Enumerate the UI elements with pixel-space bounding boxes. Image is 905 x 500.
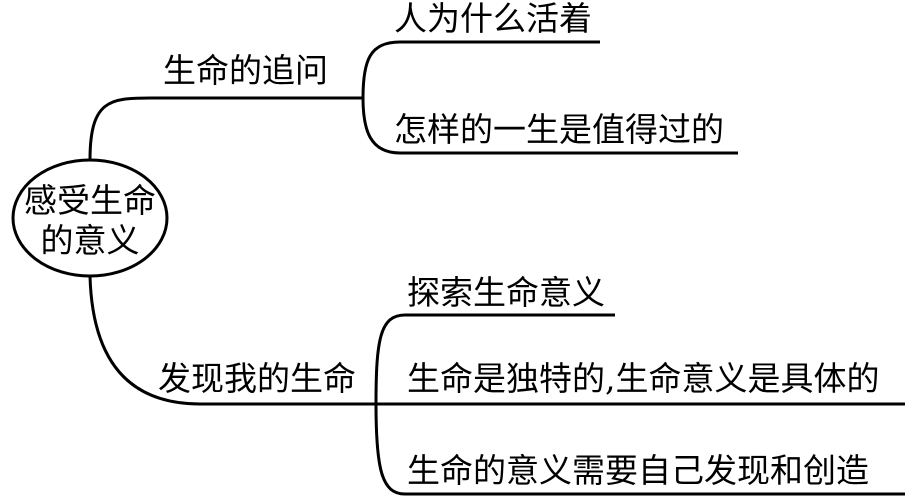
branch-1-label: 生命的追问 — [163, 51, 328, 90]
connector-branch-2-to-child-3 — [374, 403, 905, 496]
root-node: 感受生命 的意义 — [10, 178, 170, 258]
branch-2-label: 发现我的生命 — [158, 359, 356, 398]
connector-root-to-branch-2 — [88, 275, 905, 406]
root-label-line-2: 的意义 — [40, 221, 140, 260]
branch-2-child-1: 探索生命意义 — [407, 273, 605, 312]
root-label-line-1: 感受生命 — [24, 181, 156, 220]
branch-2-child-3: 生命的意义需要自己发现和创造 — [407, 451, 869, 490]
connector-branch-1-to-child-1 — [361, 40, 600, 99]
branch-2-child-2: 生命是独特的,生命意义是具体的 — [407, 359, 880, 398]
connector-root-to-branch-1 — [88, 96, 363, 161]
connector-branch-2-to-child-1 — [374, 313, 615, 405]
branch-1-child-2: 怎样的一生是值得过的 — [394, 110, 724, 149]
connector-branch-1-to-child-2 — [361, 97, 738, 155]
branch-1-child-1: 人为什么活着 — [394, 0, 592, 38]
